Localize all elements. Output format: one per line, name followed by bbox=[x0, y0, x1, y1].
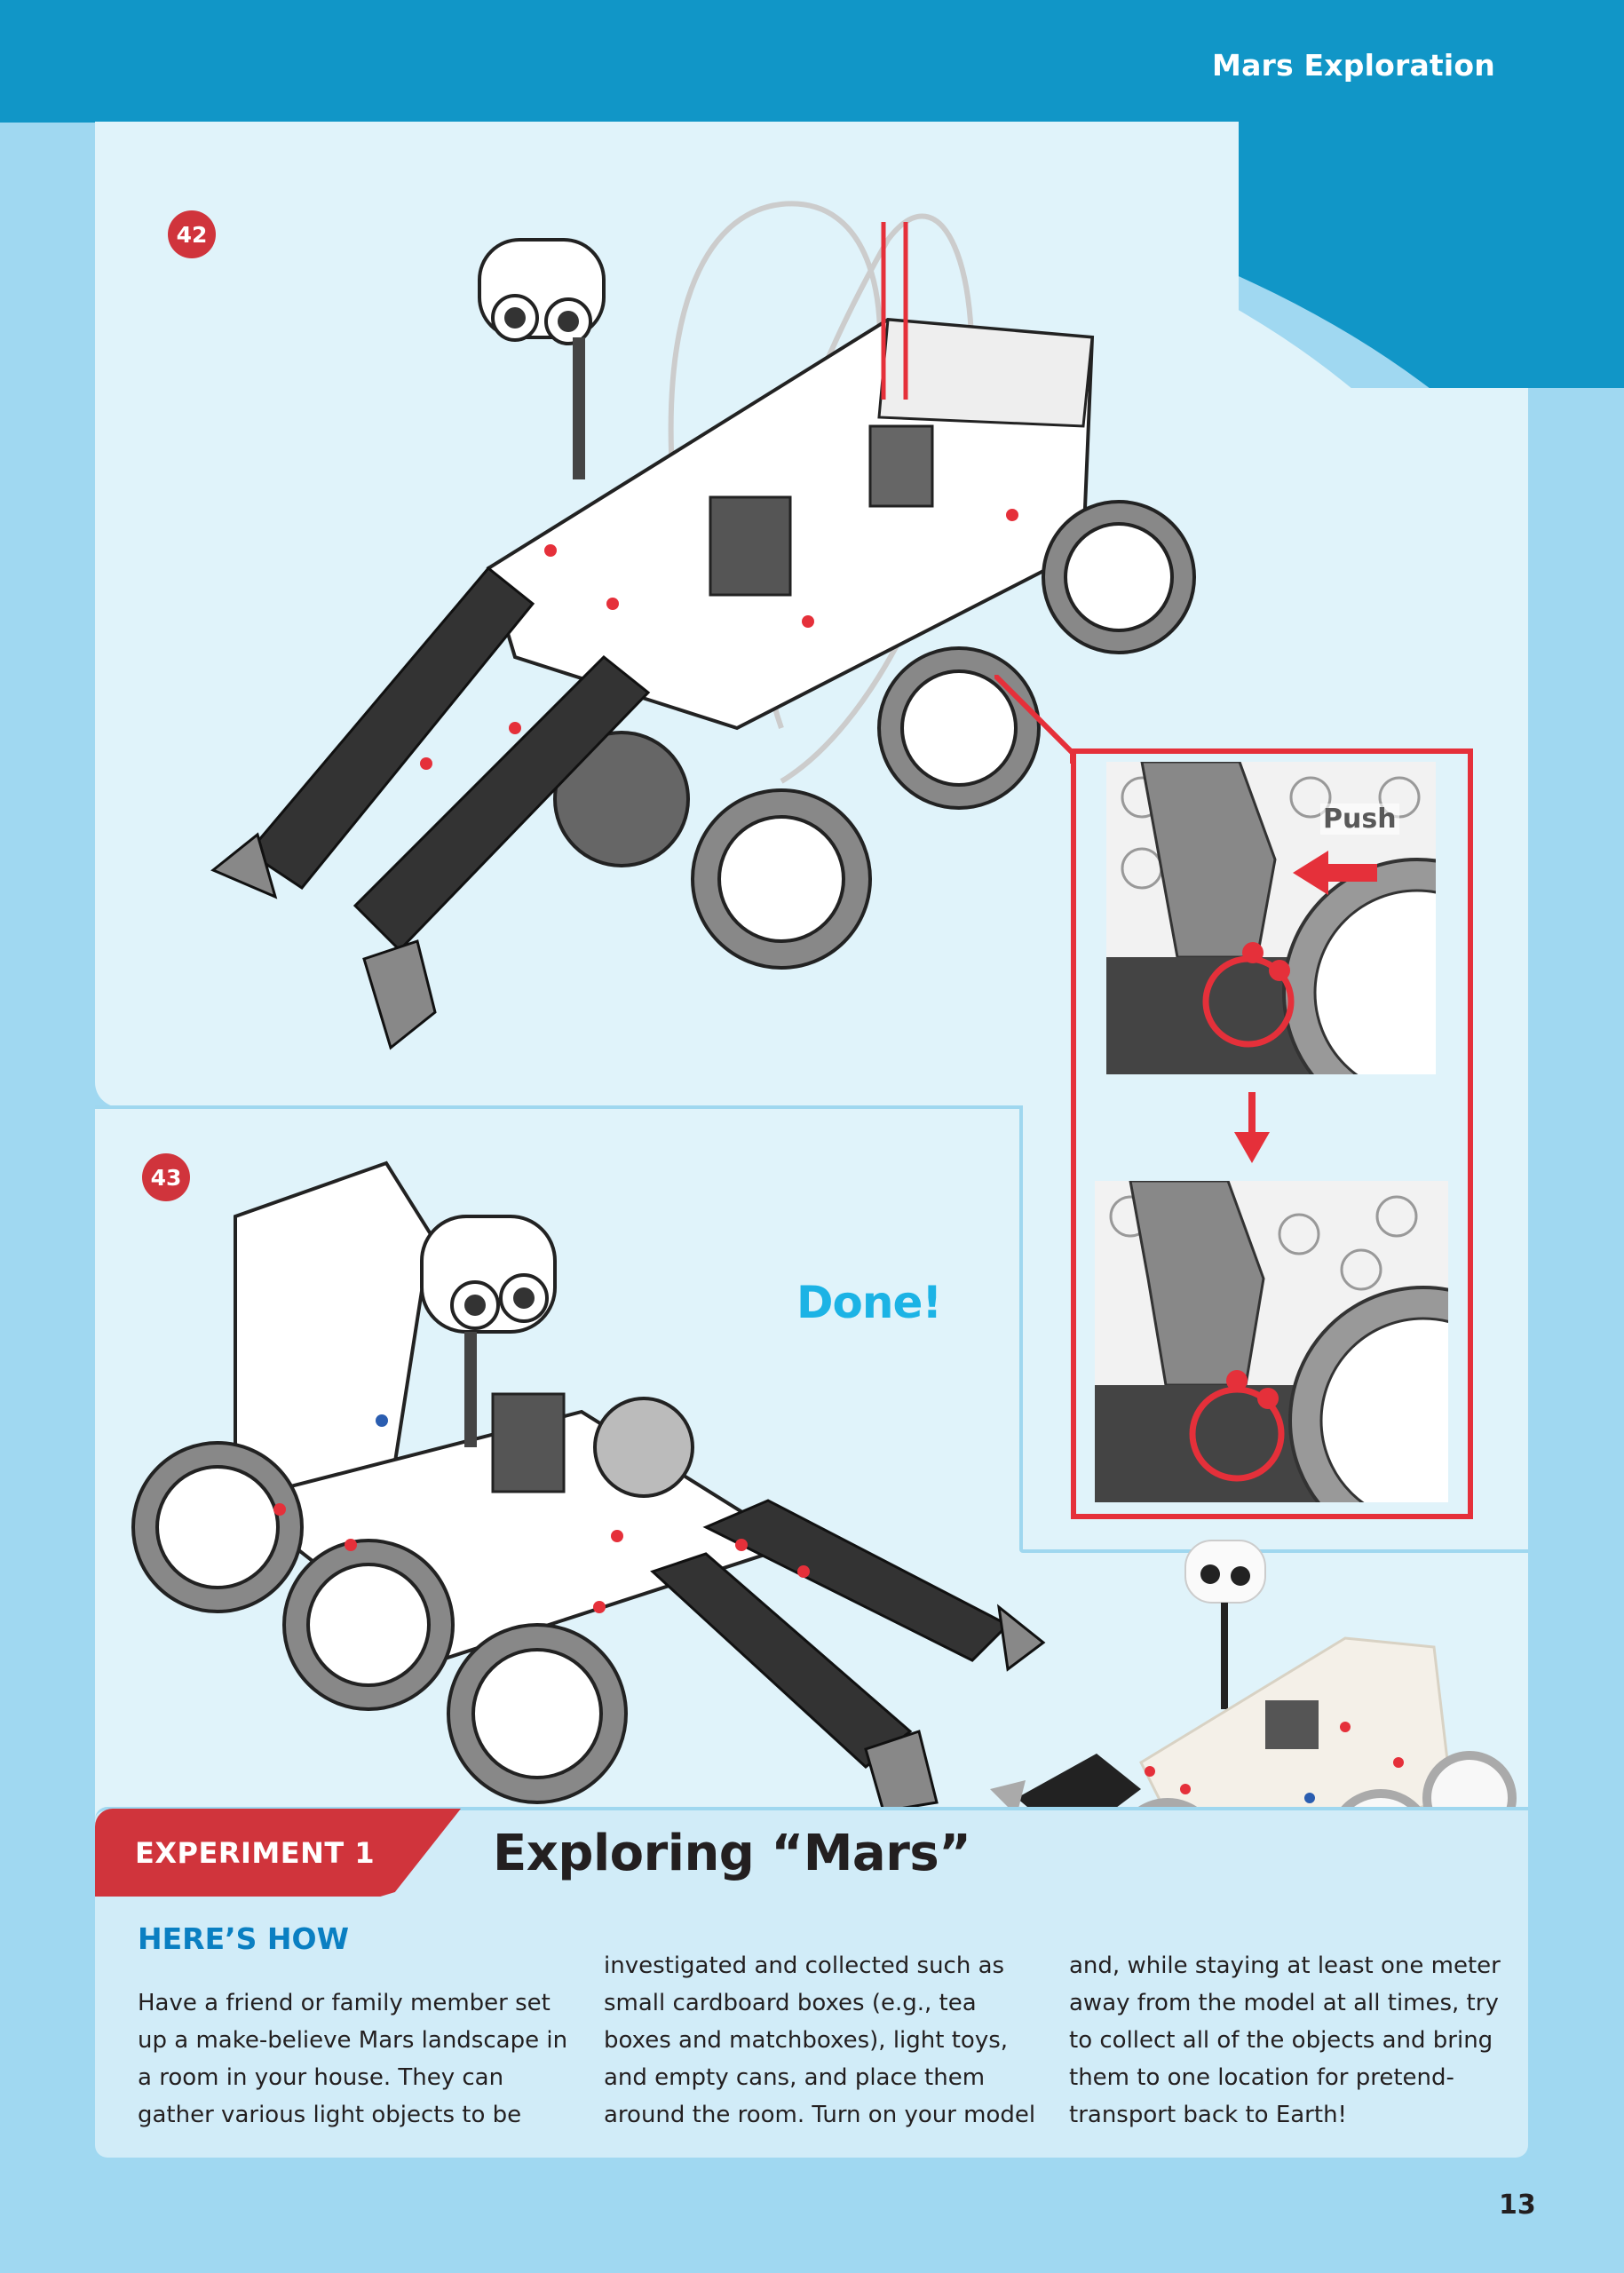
instructions-column-2: investigated and collected such as small… bbox=[604, 1947, 1048, 2134]
callout-box bbox=[1071, 748, 1473, 1519]
experiment-title: Exploring “Mars” bbox=[493, 1825, 971, 1882]
step-number: 42 bbox=[176, 221, 208, 248]
section-title: Mars Exploration bbox=[1212, 48, 1495, 83]
step-number: 43 bbox=[150, 1164, 182, 1191]
divider-line bbox=[1019, 1105, 1023, 1549]
divider-line bbox=[95, 1105, 1023, 1109]
text-line: up a make-believe Mars landscape in bbox=[138, 2027, 568, 2054]
step-badge-43: 43 bbox=[142, 1153, 190, 1201]
callout-pointer bbox=[994, 675, 1075, 764]
text-line: transport back to Earth! bbox=[1069, 2102, 1347, 2128]
step-badge-42: 42 bbox=[168, 210, 216, 258]
text-line: boxes and matchboxes), light toys, bbox=[604, 2027, 1009, 2054]
text-line: a room in your house. They can bbox=[138, 2064, 504, 2091]
instructions-column-1: Have a friend or family member set up a … bbox=[138, 1984, 582, 2134]
text-line: gather various light objects to be bbox=[138, 2102, 522, 2128]
text-line: away from the model at all times, try bbox=[1069, 1990, 1499, 2016]
experiment-tab-label: EXPERIMENT 1 bbox=[135, 1836, 376, 1870]
text-line: them to one location for pretend- bbox=[1069, 2064, 1454, 2091]
text-line: small cardboard boxes (e.g., tea bbox=[604, 1990, 977, 2016]
heres-how-heading: HERE’S HOW bbox=[138, 1921, 349, 1956]
text-line: to collect all of the objects and bring bbox=[1069, 2027, 1493, 2054]
text-line: and empty cans, and place them bbox=[604, 2064, 986, 2091]
header-corner-curve bbox=[1239, 122, 1624, 388]
gear-detail-before-image bbox=[1106, 762, 1436, 1074]
experiment-tab bbox=[95, 1809, 461, 1897]
done-label: Done! bbox=[796, 1277, 942, 1328]
rover-illustration-step-42 bbox=[210, 201, 1196, 1050]
instructions-column-3: and, while staying at least one meter aw… bbox=[1069, 1947, 1513, 2134]
rover-illustration-step-43 bbox=[131, 1160, 1046, 1811]
text-line: investigated and collected such as bbox=[604, 1952, 1005, 1979]
text-line: and, while staying at least one meter bbox=[1069, 1952, 1501, 1979]
gear-detail-after-image bbox=[1095, 1181, 1448, 1502]
divider-line bbox=[1019, 1549, 1528, 1553]
page-number: 13 bbox=[1499, 2190, 1536, 2221]
arrow-down-icon bbox=[1234, 1092, 1270, 1163]
push-label: Push bbox=[1320, 804, 1399, 835]
text-line: around the room. Turn on your model bbox=[604, 2102, 1036, 2128]
header-bar bbox=[0, 0, 1624, 123]
text-line: Have a friend or family member set bbox=[138, 1990, 551, 2016]
